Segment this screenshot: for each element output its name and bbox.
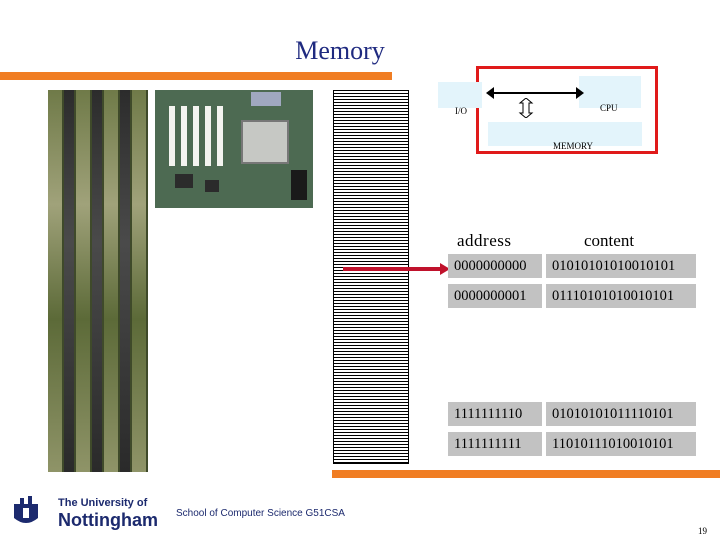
address-pointer-arrow [343, 267, 443, 271]
address-pointer-arrowhead [440, 263, 450, 275]
cpu-label: CPU [600, 103, 618, 113]
content-cell: 01010101010010101 [546, 254, 696, 278]
memory-label: MEMORY [553, 141, 594, 151]
university-line1: The University of [58, 497, 148, 509]
cpu-memory-diagram-frame [476, 66, 658, 154]
io-box [438, 82, 482, 108]
content-cell: 11010111010010101 [546, 432, 696, 456]
address-cell: 1111111111 [448, 432, 542, 456]
university-crest-icon [14, 496, 38, 523]
content-cell: 01010101011110101 [546, 402, 696, 426]
bus-line [492, 92, 576, 94]
memory-cells-stack [333, 90, 409, 464]
course-footer: School of Computer Science G51CSA [176, 508, 345, 519]
motherboard-image [155, 90, 313, 208]
university-logo: The University of Nottingham [58, 497, 158, 531]
content-column-header: content [584, 231, 635, 250]
footer-accent-bar [332, 470, 720, 478]
address-cell: 0000000001 [448, 284, 542, 308]
bus-double-arrow-icon [518, 98, 534, 118]
bus-arrow-right-icon [576, 87, 584, 99]
memory-box [488, 122, 642, 146]
address-cell: 1111111110 [448, 402, 542, 426]
page-number: 19 [698, 526, 707, 536]
address-cell: 0000000000 [448, 254, 542, 278]
cpu-box [579, 76, 641, 108]
io-label: I/O [455, 106, 467, 116]
slide-title: Memory [295, 36, 385, 65]
title-underline-bar [0, 72, 392, 80]
content-cell: 01110101010010101 [546, 284, 696, 308]
bus-arrow-left-icon [486, 87, 494, 99]
ram-modules-image [48, 90, 148, 472]
university-line2: Nottingham [58, 510, 158, 530]
address-column-header: address [457, 231, 512, 250]
